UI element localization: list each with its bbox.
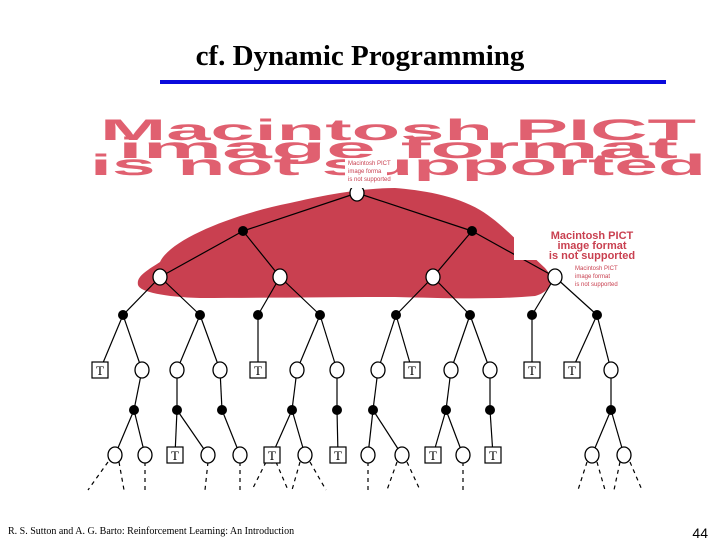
backup-region (137, 188, 551, 299)
state-node (134, 361, 150, 379)
terminal-nodes (91, 361, 581, 464)
terminal-label: T (96, 363, 104, 378)
terminal-label: T (171, 448, 179, 463)
title-underline (160, 80, 666, 84)
pict-small-right-line-3: is not supported (575, 282, 618, 288)
state-node (603, 361, 619, 379)
action-node (592, 310, 602, 320)
action-nodes (118, 226, 616, 415)
action-node (391, 310, 401, 320)
action-node (441, 405, 451, 415)
state-node (455, 446, 471, 464)
pict-medium-line-2: image format (557, 240, 626, 252)
state-node (137, 446, 153, 464)
terminal-label: T (489, 448, 497, 463)
action-node (253, 310, 263, 320)
action-node (238, 226, 248, 236)
action-node (172, 405, 182, 415)
state-node (482, 361, 498, 379)
pict-small-top-line-3: is not supported (348, 177, 391, 183)
state-node (360, 446, 376, 464)
terminal-label: T (254, 363, 262, 378)
action-node (129, 405, 139, 415)
terminal-labels: T T T T T T T T T T (96, 363, 576, 463)
state-node (370, 361, 386, 379)
pict-small-right-line-1: Macintosh PICT (575, 266, 618, 272)
terminal-label: T (568, 363, 576, 378)
slide-title: cf. Dynamic Programming (195, 40, 525, 72)
pict-small-top-line-1: Macintosh PICT (348, 161, 391, 167)
action-node (527, 310, 537, 320)
action-node (195, 310, 205, 320)
pict-placeholder-small-right: Macintosh PICT image format is not suppo… (572, 262, 622, 288)
action-node (118, 310, 128, 320)
terminal-box (329, 446, 347, 464)
pict-large-line-2: image format (118, 132, 678, 165)
action-node (217, 405, 227, 415)
terminal-box (249, 361, 267, 379)
terminal-box (263, 446, 281, 464)
terminal-box (523, 361, 541, 379)
terminal-box (166, 446, 184, 464)
state-node (169, 361, 185, 379)
state-node (152, 268, 168, 286)
state-node (616, 446, 632, 464)
state-node (107, 446, 123, 464)
terminal-label: T (334, 448, 342, 463)
state-node (232, 446, 248, 464)
slide-footer: R. S. Sutton and A. G. Barto: Reinforcem… (8, 526, 295, 537)
action-node (467, 226, 477, 236)
pict-large-line-3: is not supported (90, 149, 706, 182)
terminal-label: T (528, 363, 536, 378)
state-node (547, 268, 563, 286)
terminal-box (91, 361, 109, 379)
state-node (200, 446, 216, 464)
terminal-box (403, 361, 421, 379)
pict-small-top-line-2: image forma (348, 169, 382, 175)
terminal-label: T (408, 363, 416, 378)
pict-medium-line-1: Macintosh PICT (551, 230, 634, 242)
state-node (289, 361, 305, 379)
action-node (332, 405, 342, 415)
state-node (394, 446, 410, 464)
state-node (425, 268, 441, 286)
pict-placeholder-small-top: Macintosh PICT image forma is not suppor… (345, 158, 391, 188)
state-node (272, 268, 288, 286)
pict-small-right-line-2: image format (575, 274, 610, 280)
state-node (329, 361, 345, 379)
terminal-box (424, 446, 442, 464)
state-node (443, 361, 459, 379)
pict-medium-line-3: is not supported (549, 250, 635, 262)
pict-placeholder-large: Macintosh PICT image format is not suppo… (90, 114, 706, 182)
pict-placeholder-medium: Macintosh PICT image format is not suppo… (514, 229, 670, 262)
action-node (315, 310, 325, 320)
action-node (368, 405, 378, 415)
terminal-box (484, 446, 502, 464)
action-node (606, 405, 616, 415)
terminal-label: T (268, 448, 276, 463)
page-number: 44 (692, 525, 708, 541)
state-node (212, 361, 228, 379)
state-node (297, 446, 313, 464)
state-node (584, 446, 600, 464)
pict-large-line-1: Macintosh PICT (100, 114, 696, 147)
terminal-label: T (429, 448, 437, 463)
terminal-box (563, 361, 581, 379)
action-node (485, 405, 495, 415)
action-node (287, 405, 297, 415)
tree-continuations (87, 461, 643, 491)
action-node (465, 310, 475, 320)
